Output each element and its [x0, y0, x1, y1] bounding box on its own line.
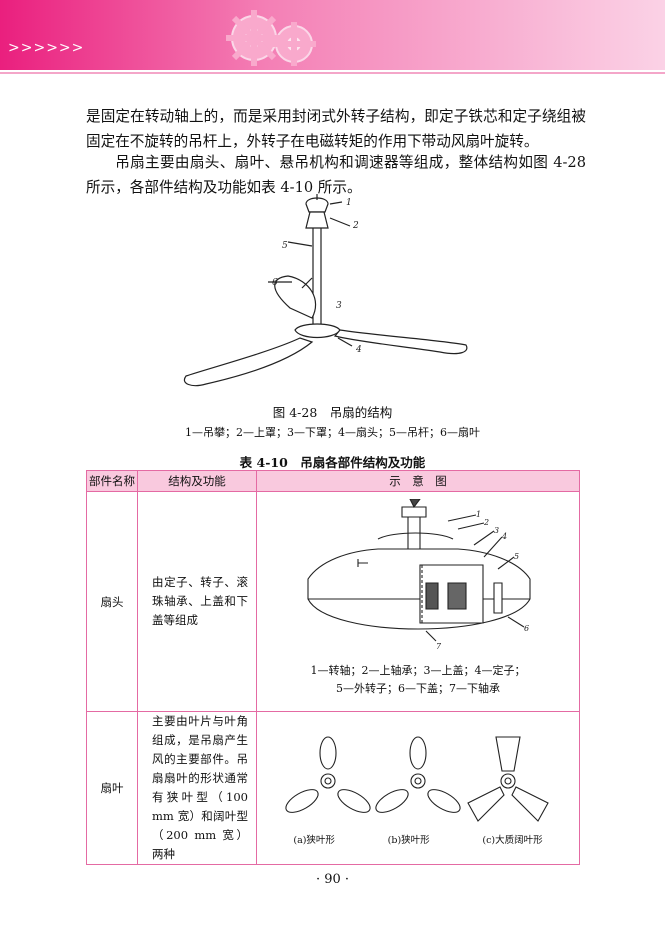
paragraph-1: 是固定在转动轴上的，而是采用封闭式外转子结构，即定子铁芯和定子绕组被固定在不旋转… [86, 108, 586, 150]
diagram-legend-line-2: 5—外转子；6—下盖；7—下轴承 [336, 682, 500, 695]
diagram-callout-2: 2 [483, 518, 489, 527]
row-function-fan-head: 由定子、转子、滚珠轴承、上盖和下盖等组成 [137, 491, 257, 712]
figure-legend: 1—吊攀；2—上罩；3—下罩；4—扇头；5—吊杆；6—扇叶 [185, 426, 480, 439]
figure-callout-2: 2 [352, 221, 359, 231]
figure-callout-5: 5 [282, 241, 288, 251]
diagram-callout-5: 5 [514, 552, 519, 561]
table-row: 扇头 由定子、转子、滚珠轴承、上盖和下盖等组成 [86, 491, 580, 712]
paragraph-2: 吊扇主要由扇头、扇叶、悬吊机构和调速器等组成，整体结构如图 4-28 所示，各部… [86, 154, 586, 196]
header-divider [0, 72, 665, 74]
figure-caption: 图 4-28 吊扇的结构 [272, 405, 393, 420]
table-title: 表 4-10 吊扇各部件结构及功能 [239, 455, 426, 470]
row-name-fan-head: 扇头 [86, 491, 138, 712]
figure-callout-4: 4 [355, 345, 362, 355]
row-diagram-fan-head: 1 2 3 4 5 6 7 1—转轴；2—上轴承；3—上盖；4—定子； 5—外转… [256, 491, 580, 712]
fan-head-diagram: 1 2 3 4 5 6 7 [307, 498, 531, 651]
blade-captions: (a)狭叶形 (b)狭叶形 (c)大质阔叶形 [257, 832, 579, 846]
table-row: 扇叶 主要由叶片与叶角组成，是吊扇产生风的主要部件。吊扇扇叶的形状通常有狭叶型（… [86, 711, 580, 865]
function-text: 主要由叶片与叶角组成，是吊扇产生风的主要部件。吊扇扇叶的形状通常有狭叶型（100… [152, 714, 248, 861]
blade-caption-c: (c)大质阔叶形 [482, 834, 543, 846]
diagram-callout-3: 3 [494, 526, 499, 535]
figure-callout-1: 1 [346, 198, 352, 208]
parts-table: 部件名称 结构及功能 示 意 图 扇头 由定子、转子、滚珠轴承、上盖和下盖等组成 [86, 470, 580, 865]
header-band [0, 0, 665, 70]
diagram-legend-line-1: 1—转轴；2—上轴承；3—上盖；4—定子； [310, 664, 526, 677]
function-text: 由定子、转子、滚珠轴承、上盖和下盖等组成 [152, 575, 248, 627]
table-header-row: 部件名称 结构及功能 示 意 图 [86, 470, 580, 492]
figure-callout-3: 3 [336, 301, 342, 311]
diagram-callout-4: 4 [501, 532, 507, 541]
diagram-callout-7: 7 [436, 642, 442, 651]
row-function-blade: 主要由叶片与叶角组成，是吊扇产生风的主要部件。吊扇扇叶的形状通常有狭叶型（100… [137, 711, 257, 865]
diagram-callout-6: 6 [524, 624, 529, 633]
blade-caption-a: (a)狭叶形 [293, 834, 335, 846]
figure-callout-6: 6 [272, 278, 278, 288]
blade-shapes-diagram [285, 735, 549, 822]
header-chevrons: >>>>>> [8, 40, 85, 56]
column-header-name: 部件名称 [86, 470, 138, 492]
page-number: · 90 · [315, 872, 350, 887]
diagram-callout-1: 1 [476, 510, 481, 519]
gear-decoration-icon [226, 10, 316, 66]
row-diagram-blade: (a)狭叶形 (b)狭叶形 (c)大质阔叶形 [256, 711, 580, 865]
blade-caption-b: (b)狭叶形 [387, 834, 430, 846]
row-name-blade: 扇叶 [86, 711, 138, 865]
column-header-diagram: 示 意 图 [256, 470, 580, 492]
ceiling-fan-figure: 1 2 3 4 5 6 [183, 194, 468, 387]
column-header-function: 结构及功能 [137, 470, 257, 492]
